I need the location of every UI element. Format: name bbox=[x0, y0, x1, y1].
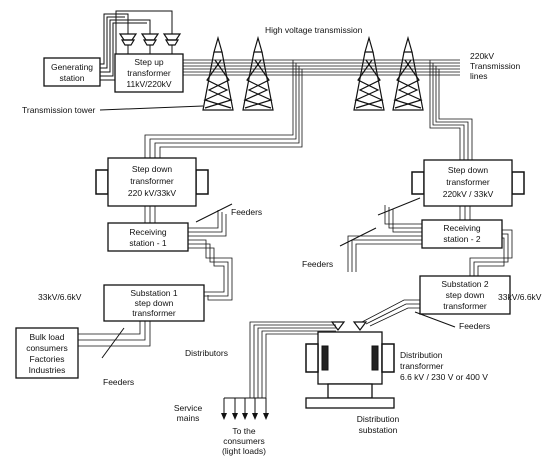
left-branch-lines bbox=[144, 60, 303, 158]
transmission-lines-label: 220kV Transmission lines bbox=[470, 51, 520, 81]
service-mains-arrows bbox=[221, 397, 269, 420]
step-down-right-line2: transformer bbox=[446, 177, 490, 187]
step-up-bushings bbox=[118, 33, 182, 54]
step-down-right-line3: 220kV / 33kV bbox=[443, 189, 494, 199]
dist-line1: Distribution bbox=[400, 350, 443, 360]
transmission-lines-line2: Transmission bbox=[470, 61, 520, 71]
step-down-left-line3: 220 kV/33kV bbox=[128, 188, 177, 198]
dist-line3: 6.6 kV / 230 V or 400 V bbox=[400, 372, 488, 382]
distribution-transformer bbox=[305, 321, 395, 409]
bulk-line2: consumers bbox=[26, 343, 68, 353]
sd-left-to-rs1 bbox=[144, 206, 156, 223]
transmission-tower-4 bbox=[392, 35, 424, 111]
generating-station-line2: station bbox=[59, 73, 84, 83]
service-mains-line2: mains bbox=[177, 413, 200, 423]
rs1-line1: Receiving bbox=[129, 227, 167, 237]
feeders-right-lower-label: Feeders bbox=[459, 321, 490, 331]
substation-1: Substation 1 step down transformer bbox=[103, 284, 205, 322]
bulk-line3: Factories bbox=[30, 354, 65, 364]
step-up-line3: 11kV/220kV bbox=[126, 79, 172, 89]
rs2-to-sub2 bbox=[469, 229, 513, 276]
feeders-right-pointer bbox=[414, 311, 456, 328]
rs2-line1: Receiving bbox=[443, 223, 481, 233]
transmission-lines-line1: 220kV bbox=[470, 51, 494, 61]
bulk-line4: Industries bbox=[29, 365, 66, 375]
service-mains-line1: Service bbox=[174, 403, 203, 413]
substation-1-ratio: 33kV/6.6kV bbox=[38, 292, 82, 302]
tower-pointer bbox=[99, 105, 204, 111]
substation-2: Substation 2 step down transformer bbox=[419, 275, 511, 315]
generating-station: Generating station bbox=[43, 57, 101, 87]
step-up-line1: Step up bbox=[134, 57, 164, 67]
sub1-line3: transformer bbox=[132, 308, 176, 318]
dist-substation-line2: substation bbox=[359, 425, 398, 435]
step-up-line2: transformer bbox=[127, 68, 171, 78]
feeders-bottom-label: Feeders bbox=[103, 377, 134, 387]
rs1-to-sub1 bbox=[188, 239, 233, 301]
sub1-line1: Substation 1 bbox=[130, 288, 178, 298]
diagram-title: High voltage transmission bbox=[265, 25, 363, 35]
consumers-line3: (light loads) bbox=[222, 446, 266, 456]
transmission-lines-line3: lines bbox=[470, 71, 487, 81]
step-down-left-line2: transformer bbox=[130, 176, 174, 186]
transmission-tower-label: Transmission tower bbox=[22, 105, 96, 115]
step-down-transformer-left: Step down transformer 220 kV/33kV bbox=[95, 157, 209, 207]
bulk-line1: Bulk load bbox=[30, 332, 65, 342]
consumers-line1: To the bbox=[232, 426, 255, 436]
substation-2-ratio: 33kV/6.6kV bbox=[498, 292, 542, 302]
feeders-top-label: Feeders bbox=[231, 207, 262, 217]
transmission-tower-1 bbox=[202, 35, 234, 111]
right-branch-lines bbox=[429, 60, 473, 160]
distribution-transformer-label: Distribution transformer 6.6 kV / 230 V … bbox=[400, 350, 488, 382]
sub2-line1: Substation 2 bbox=[441, 279, 489, 289]
receiving-station-1: Receiving station - 1 bbox=[107, 222, 189, 252]
step-up-transformer: Step up transformer 11kV/220kV bbox=[114, 53, 184, 93]
rs1-line2: station - 1 bbox=[129, 238, 167, 248]
dist-substation-line1: Distribution bbox=[357, 414, 400, 424]
sub2-line3: transformer bbox=[443, 301, 487, 311]
distributors-label: Distributors bbox=[185, 348, 228, 358]
distributors-lines bbox=[249, 321, 336, 398]
step-down-transformer-right: Step down transformer 220kV / 33kV bbox=[411, 159, 525, 207]
sd-right-to-rs2 bbox=[459, 206, 471, 220]
step-down-left-line1: Step down bbox=[132, 164, 172, 174]
receiving-station-2: Receiving station - 2 bbox=[421, 219, 503, 249]
generating-station-line1: Generating bbox=[51, 62, 93, 72]
rs1-feeders bbox=[188, 203, 233, 237]
bulk-load-consumers: Bulk load consumers Factories Industries bbox=[15, 327, 79, 379]
transmission-tower-3 bbox=[353, 35, 385, 111]
consumers-line2: consumers bbox=[223, 436, 265, 446]
feeders-left-mid-label: Feeders bbox=[302, 259, 333, 269]
sub2-to-dist bbox=[361, 299, 420, 327]
sub1-line2: step down bbox=[135, 298, 174, 308]
generator-wires bbox=[100, 10, 173, 81]
rs2-line2: station - 2 bbox=[443, 234, 481, 244]
sub1-to-bulk bbox=[78, 321, 151, 359]
transmission-tower-2 bbox=[242, 35, 274, 111]
sub2-line2: step down bbox=[446, 290, 485, 300]
rs2-feeders bbox=[339, 197, 422, 272]
step-down-right-line1: Step down bbox=[448, 165, 488, 175]
dist-line2: transformer bbox=[400, 361, 444, 371]
